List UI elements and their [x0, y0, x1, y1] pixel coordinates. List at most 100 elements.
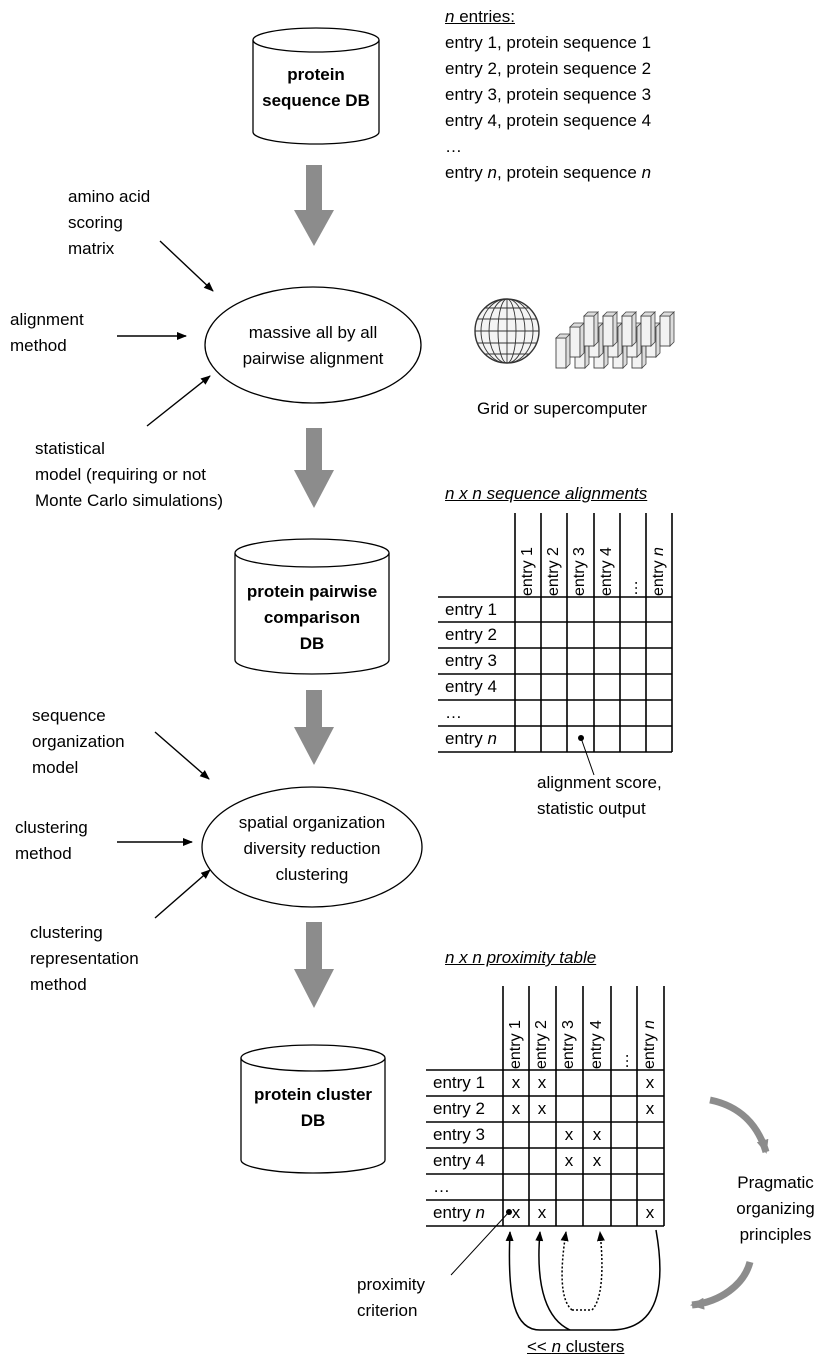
proximity-mark: x	[511, 1073, 521, 1092]
clustering-process-label: spatial organization diversity reduction…	[202, 810, 422, 888]
entries-heading-rest: entries:	[454, 7, 515, 26]
statistical-model-line: Monte Carlo simulations)	[35, 491, 224, 510]
clusters-n: n	[551, 1337, 562, 1356]
representation-method-line: representation	[30, 949, 139, 968]
proximity-mark: x	[537, 1099, 547, 1118]
alignment-table-row-header: entry 3	[445, 651, 497, 670]
proximity-table-row-header: entry 2	[433, 1099, 485, 1118]
alignment-score-line: statistic output	[537, 799, 646, 818]
proximity-table-column-header: entry 2	[533, 1020, 550, 1069]
entries-row: entry 3, protein sequence 3	[445, 85, 652, 104]
organization-model-line: model	[32, 758, 79, 777]
proximity-table-row-header: entry n	[433, 1203, 485, 1222]
proximity-criterion-leader	[450, 1211, 510, 1276]
sequence-db-line: sequence DB	[262, 91, 370, 110]
organization-model-label: sequence organization model	[32, 703, 125, 781]
statistical-model-line: model (requiring or not	[35, 465, 207, 484]
clusters-count-label: << n clusters	[527, 1334, 624, 1360]
compute-label: Grid or supercomputer	[477, 399, 648, 418]
proximity-mark: x	[564, 1151, 574, 1170]
pairwise-db-label: protein pairwise comparison DB	[235, 579, 389, 657]
statistical-model-line: statistical	[35, 439, 105, 458]
alignment-table-column-header: entry 4	[598, 547, 615, 596]
pairwise-db-line: comparison	[263, 608, 361, 627]
proximity-table-grid	[426, 986, 665, 1227]
pairwise-db-line: DB	[299, 634, 325, 653]
clusters-prefix: <<	[527, 1337, 552, 1356]
alignment-table-row-header: entry n	[445, 729, 497, 748]
scoring-matrix-label: amino acid scoring matrix	[68, 184, 150, 262]
sequence-db-cylinder	[252, 27, 380, 145]
organization-model-line: sequence	[32, 706, 106, 725]
alignment-process-line: pairwise alignment	[242, 349, 384, 368]
entries-list: n entries: entry 1, protein sequence 1 e…	[445, 4, 651, 186]
proximity-table-column-header: entry 4	[588, 1020, 605, 1069]
entries-row: entry 1, protein sequence 1	[445, 33, 652, 52]
alignment-score-line: alignment score,	[537, 773, 662, 792]
scoring-matrix-line: scoring	[68, 213, 123, 232]
pairwise-db-line: protein pairwise	[246, 582, 378, 601]
organization-model-line: organization	[32, 732, 125, 751]
sequence-db-line: protein	[287, 65, 345, 84]
alignment-table-column-header: entry 3	[571, 547, 588, 596]
clustering-process-line: diversity reduction	[243, 839, 381, 858]
alignment-table-column-header: entry 2	[545, 547, 562, 596]
proximity-mark: x	[537, 1073, 547, 1092]
proximity-table-column-header: entry 3	[560, 1020, 577, 1069]
proximity-criterion-line: proximity	[357, 1275, 426, 1294]
alignment-method-label: alignment method	[10, 307, 84, 359]
proximity-mark: x	[592, 1125, 602, 1144]
pragmatic-line: principles	[739, 1225, 812, 1244]
clusters-suffix: clusters	[561, 1337, 625, 1356]
entries-row: entry 2, protein sequence 2	[445, 59, 652, 78]
cluster-db-line: protein cluster	[253, 1085, 373, 1104]
flow-arrow-4	[294, 922, 334, 1008]
alignment-table-column-header: entry 1	[519, 547, 536, 596]
alignment-process-ellipse	[204, 286, 422, 404]
flow-arrow-2	[294, 428, 334, 508]
alignment-table-grid	[438, 513, 673, 753]
alignment-table-row-header: …	[445, 703, 462, 722]
cluster-arcs	[505, 1229, 661, 1331]
statistical-model-label: statistical model (requiring or not Mont…	[35, 436, 223, 514]
pairwise-db-cylinder	[234, 538, 390, 675]
proximity-table-title: n x n proximity table	[445, 948, 597, 967]
clustering-process-line: spatial organization	[238, 813, 386, 832]
globe-icon	[474, 298, 540, 364]
organization-model-arrow	[154, 731, 210, 780]
pragmatic-label: Pragmatic organizing principles	[728, 1170, 823, 1248]
entries-last-n2: n	[641, 163, 652, 182]
pragmatic-top-arrow	[709, 1096, 770, 1154]
alignment-table-title: n x n sequence alignments	[445, 484, 648, 503]
clustering-method-line: method	[15, 844, 72, 863]
proximity-mark: x	[645, 1073, 655, 1092]
proximity-table-row-header: …	[433, 1177, 450, 1196]
proximity-table-row-header: entry 4	[433, 1151, 485, 1170]
alignment-table-column-header: entry n	[650, 547, 667, 596]
cluster-db-cylinder	[240, 1044, 386, 1174]
proximity-table-row-header: entry 1	[433, 1073, 485, 1092]
proximity-mark: x	[511, 1203, 521, 1222]
clustering-process-line: clustering	[275, 865, 349, 884]
proximity-criterion-line: criterion	[357, 1301, 418, 1320]
entries-row-last: entry n, protein sequence n	[445, 160, 651, 186]
proximity-mark: x	[564, 1125, 574, 1144]
clustering-process-ellipse	[201, 786, 423, 908]
alignment-process-label: massive all by all pairwise alignment	[205, 320, 421, 372]
representation-method-line: method	[30, 975, 87, 994]
proximity-mark: x	[537, 1203, 547, 1222]
pragmatic-line: Pragmatic	[737, 1173, 814, 1192]
proximity-mark: x	[592, 1151, 602, 1170]
proximity-mark: x	[511, 1099, 521, 1118]
representation-method-line: clustering	[30, 923, 103, 942]
entries-row: entry 4, protein sequence 4	[445, 111, 652, 130]
entries-row: …	[445, 137, 462, 156]
proximity-table-column-header: …	[615, 1053, 632, 1069]
supercomputer-icon	[555, 311, 675, 369]
entries-last-mid: , protein sequence	[497, 163, 642, 182]
sequence-db-label: protein sequence DB	[253, 62, 379, 114]
representation-method-label: clustering representation method	[30, 920, 139, 998]
alignment-score-annotation: alignment score, statistic output	[537, 770, 662, 822]
alignment-method-line: alignment	[10, 310, 84, 329]
